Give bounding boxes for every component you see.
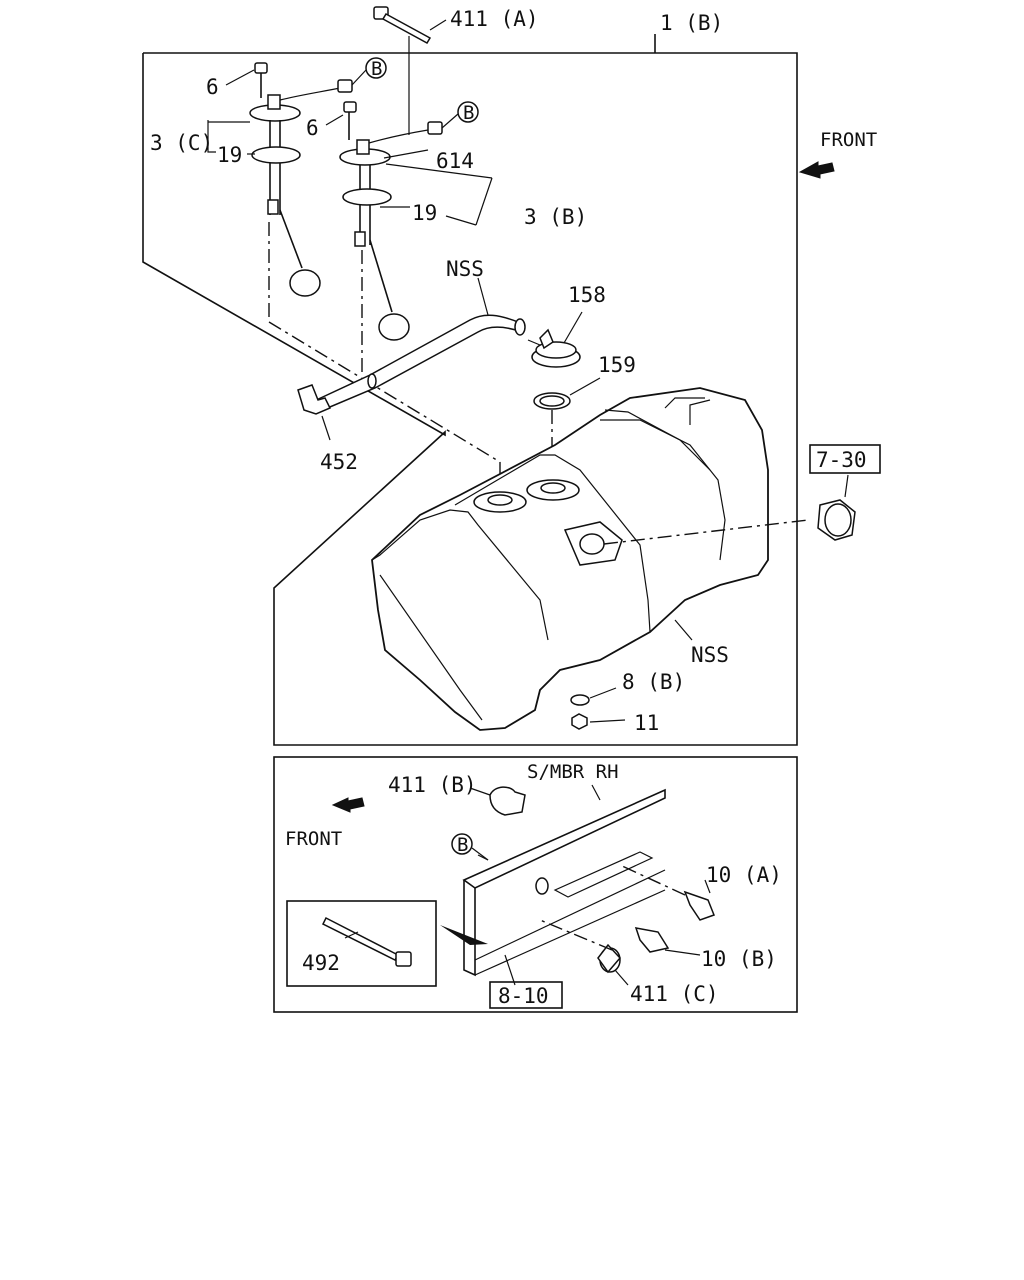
washer-8b [570,687,617,706]
label-clip-10a: 10 (A) [706,863,782,887]
label-front-bottom: FRONT [285,828,342,850]
leader-lines-upper [207,69,493,316]
label-ref-8-10: 8-10 [498,984,549,1008]
label-washer-8b: 8 (B) [622,670,685,694]
front-arrow-icon [798,161,835,179]
clip-10a [619,864,715,921]
ref-box-8-10 [489,981,563,1009]
label-part-158: 158 [568,283,606,307]
label-hose-nss-top: NSS [446,257,484,281]
side-member-rh [462,784,666,977]
label-tie-411a: 411 (A) [450,7,539,31]
label-side-member-rh: S/MBR RH [527,761,619,783]
label-tank-nss: NSS [691,643,729,667]
connector-b-circle-3 [451,833,489,861]
label-front-top: FRONT [820,129,877,151]
fuel-tank [371,387,769,731]
label-assembly-1b: 1 (B) [660,11,723,35]
label-unit-3c: 3 (C) [150,131,213,155]
connector-b-circle-2 [441,101,479,129]
black-arrow-icon [440,925,488,945]
clip-411b [469,786,526,816]
label-tie-492: 492 [302,951,340,975]
part-158-cover [527,311,583,368]
label-screw-6-right: 6 [306,116,319,140]
label-connector-b1: B [371,58,382,80]
connector-b-circle-1 [351,57,387,86]
sender-unit-3c [249,62,501,495]
label-connector-b2: B [463,102,474,124]
fuel-cap [817,474,856,541]
cable-tie-411a [373,6,447,135]
label-screw-6-left: 6 [206,75,219,99]
label-clip-10b: 10 (B) [701,947,777,971]
label-clip-411c: 411 (C) [630,982,719,1006]
upper-panel-frame [142,34,798,746]
label-part-452: 452 [320,450,358,474]
part-159-seal [533,377,601,480]
front-arrow-icon [331,797,365,813]
elbow-fitting-452 [297,384,332,441]
label-gasket-19-right: 19 [412,201,437,225]
label-part-614: 614 [436,149,474,173]
label-nut-11: 11 [634,711,659,735]
nut-11 [571,713,626,730]
label-part-159: 159 [598,353,636,377]
label-unit-3b: 3 (B) [524,205,587,229]
ref-box-7-30 [809,444,881,474]
cable-tie-492 [321,916,412,967]
sender-unit-3b [339,101,443,375]
label-clip-411b: 411 (B) [388,773,477,797]
label-ref-7-30: 7-30 [816,448,867,472]
lower-panel-frame [273,756,798,1013]
fuel-hose-nss [310,314,526,413]
clip-411c [539,919,629,986]
clip-10b [634,927,701,956]
inset-box-492 [286,900,437,987]
label-connector-b3: B [457,834,468,856]
label-gasket-19-left: 19 [217,143,242,167]
